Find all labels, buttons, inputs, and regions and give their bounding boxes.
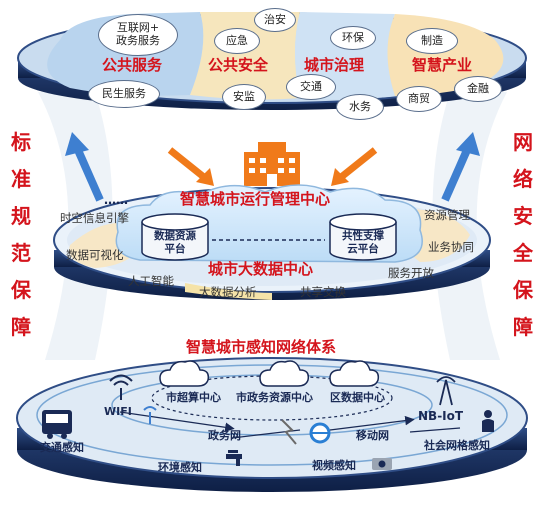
side-char: 保 (513, 278, 533, 302)
lightning-icon (281, 419, 297, 445)
downward-arrows (167, 147, 378, 186)
person-icon (482, 410, 494, 432)
side-char: 络 (513, 167, 533, 191)
antenna-icon (436, 376, 456, 406)
data-platform-label: 数据资源 平台 (154, 230, 196, 256)
category-public-safety: 公共安全 (208, 56, 269, 74)
feature-analysis: 大数据分析 (199, 285, 257, 299)
wifi-router-icon (143, 406, 157, 424)
category-public-service: 公共服务 (102, 56, 163, 74)
gov-network-label: 政务网 (208, 429, 241, 442)
wifi-icon (109, 374, 133, 400)
side-char: 准 (11, 167, 31, 191)
building-icon (244, 142, 300, 186)
item-environment: 环保 (330, 26, 376, 50)
faucet-icon (226, 450, 242, 466)
item-transport: 交通 (286, 74, 336, 100)
feature-spatial: 时空信息引擎 (60, 211, 129, 225)
item-internet-gov: 互联网+ 政务服务 (98, 14, 178, 56)
wifi-label: WIFI (104, 405, 132, 418)
item-finance: 金融 (454, 76, 502, 102)
feature-service-open: 服务开放 (388, 266, 434, 280)
sensing-network-title: 智慧城市感知网络体系 (186, 338, 337, 356)
item-manufacturing: 制造 (406, 28, 458, 54)
side-char: 网 (513, 130, 533, 154)
grid-sensing-label: 社会网格感知 (424, 439, 490, 452)
side-char: 范 (11, 241, 31, 265)
item-livelihood: 民生服务 (88, 80, 160, 108)
feature-visualization: 数据可视化 (66, 248, 124, 262)
feature-resource-mgmt: 资源管理 (424, 208, 470, 222)
mobile-network-label: 移动网 (356, 429, 389, 442)
side-char: 保 (11, 278, 31, 302)
ellipsis-label: …… (104, 193, 128, 207)
side-char: 标 (11, 130, 31, 154)
env-sensing-label: 环境感知 (158, 461, 202, 474)
data-platform-cylinder (141, 213, 209, 261)
video-sensing-label: 视频感知 (312, 459, 356, 472)
side-char: 安 (513, 204, 533, 228)
side-char: 障 (11, 315, 31, 339)
bus-icon (42, 410, 72, 439)
side-char: 全 (513, 241, 533, 265)
item-water: 水务 (336, 94, 384, 120)
feature-ai: 人工智能 (128, 274, 174, 288)
browser-icon (309, 422, 331, 444)
item-commerce: 商贸 (396, 86, 442, 112)
cloud-icon (159, 360, 380, 387)
side-char: 规 (11, 204, 31, 228)
side-char: 障 (513, 315, 533, 339)
standards-guarantee-label: 标 准 规 范 保 障 (9, 132, 33, 354)
item-safety-supervision: 安监 (222, 84, 266, 110)
network-security-label: 网 络 安 全 保 障 (511, 132, 535, 354)
support-platform-cylinder (329, 213, 397, 261)
category-smart-industry: 智慧产业 (412, 56, 473, 74)
city-computing-label: 市超算中心 (166, 391, 221, 404)
bottom-disc (16, 357, 528, 492)
feature-sharing: 共享交换 (300, 285, 346, 299)
district-data-label: 区数据中心 (330, 391, 385, 404)
feature-collaboration: 业务协同 (428, 240, 474, 254)
item-security: 治安 (254, 8, 296, 32)
category-city-governance: 城市治理 (304, 56, 365, 74)
upward-arrows (65, 132, 480, 202)
camera-icon (372, 458, 392, 470)
nbiot-label: NB-IoT (418, 409, 464, 423)
support-platform-label: 共性支撑 云平台 (342, 230, 384, 256)
traffic-sensing-label: 交通感知 (40, 441, 84, 454)
bigdata-center-title: 城市大数据中心 (208, 260, 314, 278)
item-emergency: 应急 (214, 28, 260, 54)
gov-resource-label: 市政务资源中心 (236, 391, 313, 404)
operation-center-title: 智慧城市运行管理中心 (180, 190, 331, 208)
